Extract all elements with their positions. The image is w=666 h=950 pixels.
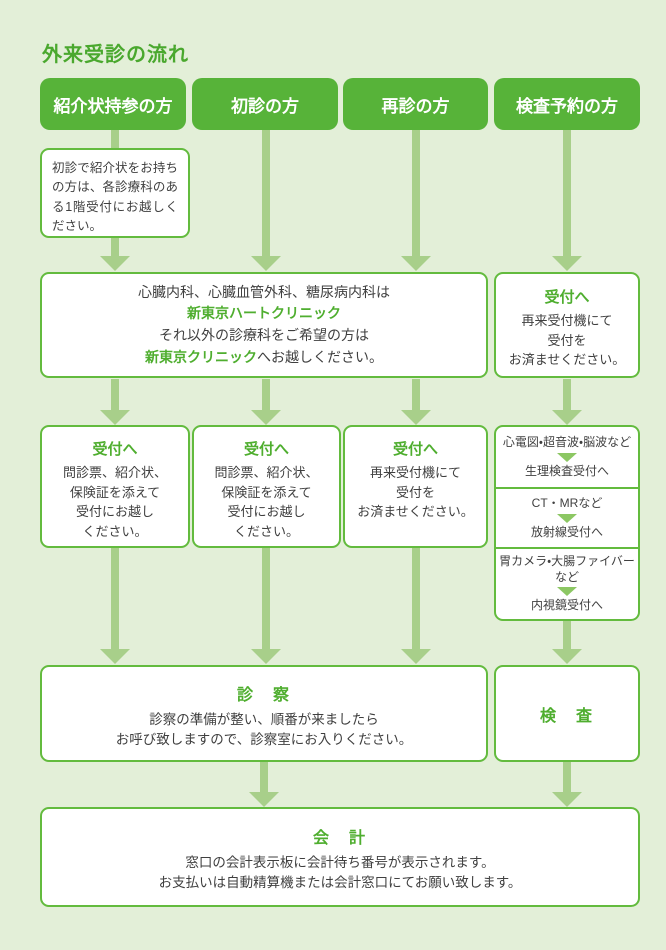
- reception-title: 受付へ: [92, 441, 138, 458]
- exam-stack-endoscopy: 胃カメラ・大腸ファイバーなど 内視鏡受付へ: [496, 547, 638, 619]
- header-referral-visitors: 紹介状持参の方: [40, 78, 186, 130]
- header-label: 紹介状持参の方: [53, 96, 173, 116]
- reception-line: 受付を: [547, 332, 587, 348]
- reception-line: ください。: [82, 523, 148, 539]
- exam-reception-stack: 心電図・超音波・脳波など 生理検査受付へ CT・MRなど 放射線受付へ 胃カメラ…: [494, 425, 640, 621]
- header-first-visit: 初診の方: [192, 78, 338, 130]
- examination-box: 検 査: [494, 665, 640, 762]
- exam-stack-radiology: CT・MRなど 放射線受付へ: [496, 487, 638, 547]
- exam-category: 心電図・超音波・脳波など: [502, 434, 632, 449]
- exam-category: 胃カメラ・大腸ファイバーなど: [499, 554, 635, 584]
- flow-arrow-icon: [249, 762, 279, 807]
- reception-line: 再来受付機にて: [369, 465, 461, 480]
- flow-arrow-icon: [552, 762, 582, 807]
- clinic-name-shintokyo: 新東京クリニック: [145, 348, 257, 365]
- exam-category: CT・MRなど: [531, 495, 603, 510]
- header-return-visit: 再診の方: [343, 78, 488, 130]
- consultation-line: 診察の準備が整い、順番が来ましたら: [149, 712, 379, 727]
- payment-title: 会 計: [312, 830, 367, 847]
- reception-line: 問診票、紹介状、: [214, 465, 319, 480]
- exam-destination: 放射線受付へ: [530, 524, 603, 539]
- flow-arrow-icon: [552, 130, 582, 271]
- reception-line: 保険証を添えて: [69, 484, 161, 500]
- clinic-line: 心臓内科、心臓血管外科、糖尿病内科は: [138, 283, 390, 300]
- clinic-line-suffix: へお越しください。: [257, 348, 383, 365]
- reception-line: ください。: [233, 523, 299, 539]
- flow-arrow-icon: [401, 548, 431, 664]
- flow-arrow-icon: [251, 379, 281, 425]
- reception-box-return-visit: 受付へ 再来受付機にて 受付を お済ませください。: [343, 425, 488, 548]
- reception-machine-box: 受付へ 再来受付機にて 受付を お済ませください。: [494, 272, 640, 378]
- payment-line: お支払いは自動精算機または会計窓口にてお願い致します。: [158, 875, 522, 891]
- reception-title: 受付へ: [243, 441, 289, 458]
- clinic-name-heart: 新東京ハートクリニック: [187, 305, 341, 322]
- reception-line: 受付を: [395, 484, 435, 500]
- exam-stack-physiology: 心電図・超音波・脳波など 生理検査受付へ: [496, 427, 638, 487]
- reception-box-referral: 受付へ 問診票、紹介状、 保険証を添えて 受付にお越し ください。: [40, 425, 190, 548]
- reception-title: 受付へ: [392, 441, 438, 458]
- examination-title: 検 査: [539, 707, 594, 725]
- clinic-line: 新東京クリニックへお越しください。: [145, 347, 383, 369]
- header-label: 検査予約の方: [516, 96, 618, 116]
- referral-note-box: 初診で紹介状をお持ちの方は、各診療科のある1階受付にお越しください。: [40, 148, 190, 238]
- down-triangle-icon: [557, 452, 577, 462]
- down-triangle-icon: [557, 513, 577, 523]
- reception-line: 再来受付機にて: [521, 313, 613, 328]
- flow-arrow-icon: [251, 130, 281, 271]
- consultation-line: お呼び致しますので、診察室にお入りください。: [115, 732, 413, 748]
- header-exam-reservation: 検査予約の方: [494, 78, 640, 130]
- down-triangle-icon: [557, 587, 577, 597]
- reception-line: お済ませください。: [508, 352, 626, 367]
- exam-destination: 生理検査受付へ: [524, 463, 609, 478]
- flow-arrow-icon: [552, 379, 582, 425]
- reception-line: 問診票、紹介状、: [62, 465, 167, 480]
- reception-line: お済ませください。: [357, 504, 474, 519]
- payment-box: 会 計 窓口の会計表示板に会計待ち番号が表示されます。 お支払いは自動精算機また…: [40, 807, 640, 907]
- flow-arrow-icon: [100, 129, 130, 150]
- flow-arrow-icon: [100, 548, 130, 664]
- flow-arrow-icon: [100, 379, 130, 425]
- flow-arrow-icon: [100, 238, 130, 271]
- exam-destination: 内視鏡受付へ: [530, 598, 603, 613]
- flow-arrow-icon: [401, 379, 431, 425]
- reception-line: 受付にお越し: [75, 504, 154, 519]
- reception-box-first-visit: 受付へ 問診票、紹介状、 保険証を添えて 受付にお越し ください。: [192, 425, 341, 548]
- page-title: 外来受診の流れ: [42, 44, 189, 66]
- header-label: 再診の方: [381, 96, 450, 116]
- reception-title: 受付へ: [544, 289, 590, 306]
- referral-note-text: 初診で紹介状をお持ちの方は、各診療科のある1階受付にお越しください。: [52, 161, 178, 234]
- flow-arrow-icon: [552, 621, 582, 664]
- payment-line: 窓口の会計表示板に会計待ち番号が表示されます。: [185, 855, 495, 870]
- clinic-line: それ以外の診療科をご希望の方は: [159, 327, 369, 343]
- consultation-title: 診 察: [236, 687, 291, 704]
- consultation-box: 診 察 診察の準備が整い、順番が来ましたら お呼び致しますので、診察室にお入りく…: [40, 665, 488, 762]
- reception-line: 保険証を添えて: [221, 484, 312, 500]
- flow-arrow-icon: [251, 548, 281, 664]
- reception-line: 受付にお越し: [227, 504, 306, 519]
- clinic-routing-box: 心臓内科、心臓血管外科、糖尿病内科は 新東京ハートクリニック それ以外の診療科を…: [40, 272, 488, 378]
- flow-arrow-icon: [401, 130, 431, 271]
- header-label: 初診の方: [231, 96, 299, 116]
